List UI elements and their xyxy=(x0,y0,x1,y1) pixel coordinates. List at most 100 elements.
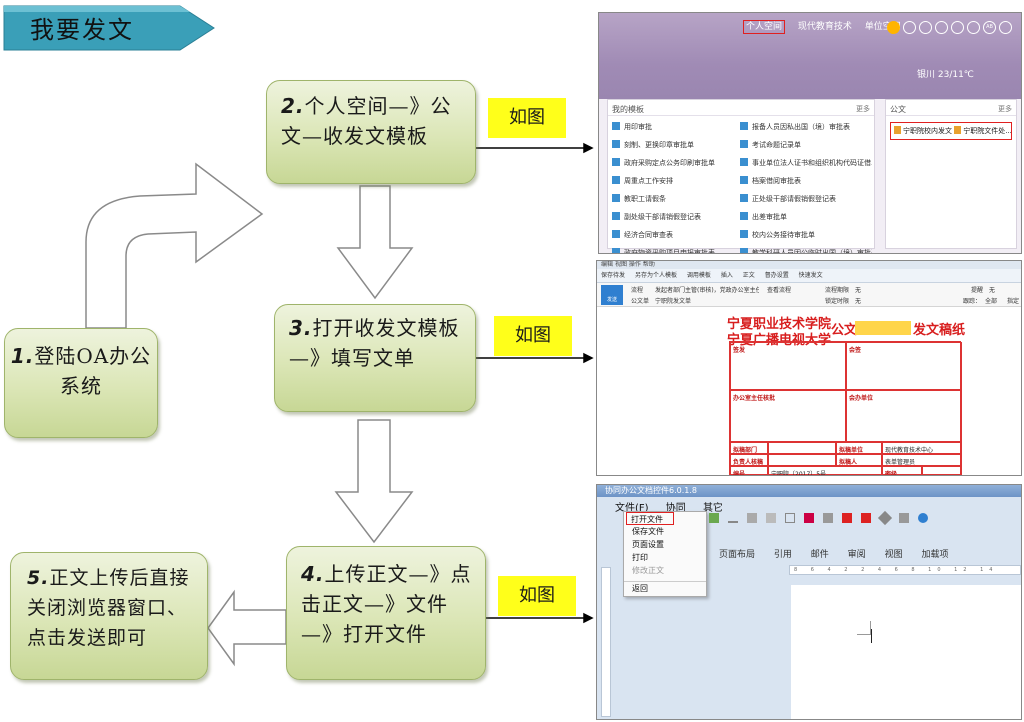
stamp-icon[interactable] xyxy=(747,513,757,523)
vertical-ruler xyxy=(601,567,611,717)
step-3-box: 3.打开收发文模板—》填写文单 xyxy=(274,304,476,412)
save-as-template-button[interactable]: 另存为个人模板 xyxy=(634,272,677,279)
tab-page-layout[interactable]: 页面布局 xyxy=(719,550,756,560)
app-logo-icon[interactable] xyxy=(887,21,900,34)
template-item[interactable]: 经济合同审查表 xyxy=(612,228,740,243)
track-all-radio[interactable]: 全部 xyxy=(985,298,998,305)
document-page[interactable] xyxy=(791,585,1021,719)
gongwen-more-link[interactable]: 更多 xyxy=(998,105,1012,113)
step-5-text: 正文上传后直接关闭浏览器窗口、点击发送即可 xyxy=(27,567,190,649)
template-item[interactable]: 报备人员因私出国（境）审批表 xyxy=(740,120,872,135)
deadline-select[interactable]: 无 xyxy=(855,287,862,294)
flow-value[interactable]: 发起者部门主管(审核)，党政办公室主任(审核)... xyxy=(655,287,759,294)
remind-label: 提醒 xyxy=(971,287,984,294)
refresh-icon[interactable] xyxy=(951,21,964,34)
back-icon[interactable] xyxy=(919,21,932,34)
template-item[interactable]: 事业单位法人证书和组织机构代码证借... xyxy=(740,156,872,171)
view-flow-link[interactable]: 查看流程 xyxy=(767,287,792,294)
qianfa-cell[interactable]: 签发 xyxy=(730,342,846,390)
send-button[interactable]: 发送 xyxy=(601,285,623,305)
quick-send-button[interactable]: 快速发文 xyxy=(798,272,823,279)
number-label: 编号 xyxy=(730,466,768,475)
template-item[interactable]: 刻制、更换印章审批单 xyxy=(612,138,740,153)
tab-references[interactable]: 引用 xyxy=(773,550,792,560)
supervise-button[interactable]: 督办设置 xyxy=(764,272,789,279)
red-pin-2-icon[interactable] xyxy=(861,513,871,523)
body-text-button[interactable]: 正文 xyxy=(742,272,755,279)
template-item[interactable]: 档案借阅审批表 xyxy=(740,174,872,189)
secret-level-select[interactable] xyxy=(922,466,962,475)
draft-unit-value[interactable]: 现代教育技术中心 xyxy=(882,442,962,454)
check-icon[interactable] xyxy=(709,513,719,523)
drafter-value[interactable]: 表单管理员 xyxy=(882,454,962,466)
my-templates-more-link[interactable]: 更多 xyxy=(856,105,870,113)
huiqian-cell[interactable]: 会签 xyxy=(846,342,962,390)
edit-body-menu-item[interactable]: 修改正文 xyxy=(632,566,664,575)
diamond-icon[interactable] xyxy=(877,510,893,526)
office-approval-cell[interactable]: 办公室主任核批 xyxy=(730,390,846,442)
print-menu-item[interactable]: 打印 xyxy=(632,553,648,562)
gongwen-item-internal[interactable]: 宁职院校内发文 xyxy=(894,127,952,135)
template-item[interactable]: 正处级干部请假销假登记表 xyxy=(740,192,872,207)
nav-unit-space[interactable]: 单位空间 xyxy=(864,22,901,32)
menu-file[interactable]: 文件(F) xyxy=(615,503,649,514)
file-dropdown-menu: 打开文件 保存文件 页面设置 打印 修改正文 返回 xyxy=(623,511,707,597)
red-pin-icon[interactable] xyxy=(842,513,852,523)
menu-bar: 文件(F) 协同 其它 xyxy=(615,499,737,514)
template-item[interactable]: 考试命题记录单 xyxy=(740,138,872,153)
tab-addins[interactable]: 加载项 xyxy=(921,550,949,560)
template-item[interactable]: 周重点工作安排 xyxy=(612,174,740,189)
tab-view[interactable]: 视图 xyxy=(884,550,903,560)
tab-review[interactable]: 审阅 xyxy=(847,550,866,560)
search-icon[interactable] xyxy=(903,21,916,34)
template-item[interactable]: 校内公务接待审批单 xyxy=(740,228,872,243)
settings-icon[interactable] xyxy=(999,21,1012,34)
menu-help[interactable]: 帮助 xyxy=(642,261,655,268)
menu-operate[interactable]: 操作 xyxy=(628,261,641,268)
track-specified-radio[interactable]: 指定 xyxy=(1007,298,1020,305)
menu-other[interactable]: 其它 xyxy=(702,503,723,514)
tab-mail[interactable]: 邮件 xyxy=(810,550,829,560)
nav-edu-tech[interactable]: 现代教育技术 xyxy=(797,22,852,32)
nav-personal-space[interactable]: 个人空间 xyxy=(743,20,786,34)
joint-unit-cell[interactable]: 会办单位 xyxy=(846,390,962,442)
save-draft-button[interactable]: 保存待发 xyxy=(601,272,626,279)
deadline-label: 流程期限 xyxy=(825,287,850,294)
menu-edit[interactable]: 编辑 xyxy=(601,261,614,268)
eraser-icon[interactable] xyxy=(766,513,776,523)
page-icon[interactable] xyxy=(785,513,795,523)
tool-icon[interactable] xyxy=(823,513,833,523)
template-item[interactable]: 出差审批单 xyxy=(740,210,872,225)
open-file-menu-item[interactable]: 打开文件 xyxy=(626,512,674,525)
remind-select[interactable]: 无 xyxy=(989,287,996,294)
pencil-icon[interactable] xyxy=(899,513,909,523)
step-2-box: 2.个人空间—》公文—收发文模板 xyxy=(266,80,476,184)
forward-icon[interactable] xyxy=(935,21,948,34)
message-icon[interactable] xyxy=(967,21,980,34)
draft-dept-field[interactable] xyxy=(768,442,836,454)
menu-view[interactable]: 视图 xyxy=(614,261,627,268)
template-item[interactable]: 政府物资采购项目申报审批表 xyxy=(612,246,740,253)
gw-form-select[interactable]: 宁职院发文单 xyxy=(655,298,692,305)
gongwen-item-file[interactable]: 宁职院文件处... xyxy=(954,127,1011,135)
return-menu-item[interactable]: 返回 xyxy=(624,581,706,594)
template-item[interactable]: 副处级干部请销假登记表 xyxy=(612,210,740,225)
pen-icon[interactable] xyxy=(728,513,738,523)
number-value[interactable]: 宁职院〔2017〕5号 xyxy=(768,466,882,475)
template-item[interactable]: 政府采购定点公务印刷审批单 xyxy=(612,156,740,171)
doc-type-field[interactable] xyxy=(855,321,911,335)
reviewer-field[interactable] xyxy=(768,454,836,466)
use-template-button[interactable]: 调用模板 xyxy=(686,272,711,279)
lock-select[interactable]: 无 xyxy=(855,298,862,305)
ab-icon[interactable]: AB xyxy=(983,21,996,34)
insert-button[interactable]: 插入 xyxy=(720,272,733,279)
page-setup-menu-item[interactable]: 页面设置 xyxy=(632,540,664,549)
info-icon[interactable] xyxy=(918,513,928,523)
template-item[interactable]: 用印审批 xyxy=(612,120,740,135)
menu-collab[interactable]: 协同 xyxy=(665,503,686,514)
highlight-icon[interactable] xyxy=(804,513,814,523)
screenshot-document-control: 协同办公文档控件6.0.1.8 文件(F) 协同 其它 打开文件 保存文件 页面… xyxy=(596,484,1022,720)
template-item[interactable]: 教职工请假条 xyxy=(612,192,740,207)
template-item[interactable]: 教学科研人员因公临时出国（境）审批表 xyxy=(740,246,872,253)
save-file-menu-item[interactable]: 保存文件 xyxy=(632,527,664,536)
